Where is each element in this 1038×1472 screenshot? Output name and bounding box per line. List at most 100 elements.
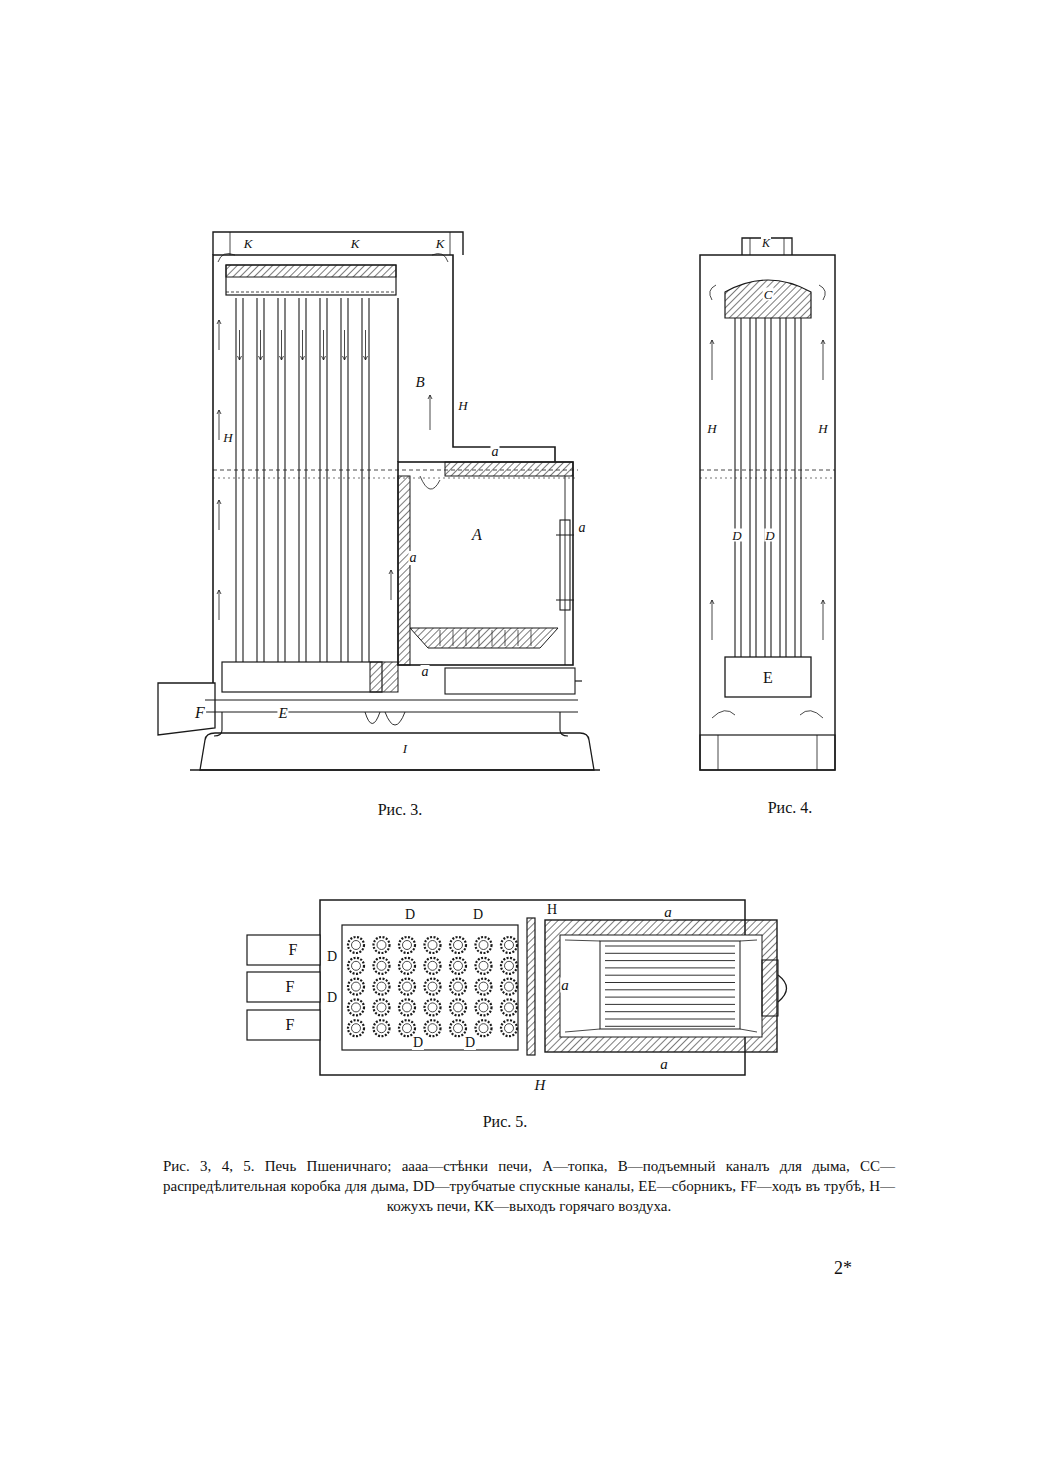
drawing-line [779,318,780,657]
drawing-line [565,476,566,665]
drawing-line [450,232,451,255]
part-letter: H [817,422,828,435]
drawing-line [823,600,824,640]
drawing-path [217,500,221,504]
tube-bore [505,961,514,970]
drawing-line [605,1019,735,1020]
drawing-line [718,735,719,770]
drawing-rect [370,662,398,692]
tube-bore [377,1003,386,1012]
tube-section [399,999,415,1015]
drawing-line [277,298,278,662]
drawing-path [217,410,221,414]
drawing-rect [725,657,811,697]
tube-section [374,979,390,995]
drawing-path [200,733,594,770]
drawing-line [785,318,786,657]
tube-bore [377,961,386,970]
drawing-line [817,735,818,770]
tube-section [399,1020,415,1036]
tube-bore [479,1024,488,1033]
drawing-rect [226,265,396,277]
drawing-line [764,318,765,657]
tube-bore [428,1024,437,1033]
part-letter: D [412,1036,424,1050]
drawing-line [784,238,785,255]
tube-section [399,958,415,974]
drawing-rect [560,935,762,1037]
drawing-path [322,356,326,360]
tube-section [348,1020,364,1036]
drawing-path [710,285,826,300]
tube-bore [454,941,463,950]
tube-section [348,958,364,974]
drawing-line [219,500,220,530]
tube-section [399,937,415,953]
drawing-rect [445,462,573,476]
drawing-rect [398,462,573,665]
drawing-line [734,318,735,657]
part-letter: D [404,908,416,922]
tube-bore [428,961,437,970]
tube-section [425,979,441,995]
tube-bore [403,941,412,950]
tube-section [501,937,517,953]
tube-bore [479,961,488,970]
drawing-path [213,232,463,255]
drawing-rect [700,255,835,770]
tube-bore [403,1003,412,1012]
drawing-rect [600,941,740,1029]
tube-section [348,979,364,995]
drawing-line [531,630,532,646]
drawing-line [700,478,835,479]
drawing-line [605,960,735,961]
drawing-line [219,320,220,350]
drawing-line [361,298,362,662]
drawing-line [219,590,220,620]
tube-section [450,958,466,974]
tube-section [450,937,466,953]
drawing-line [605,946,735,947]
part-letter: F [285,1017,296,1033]
figure-number: Рис. 5. [482,1114,529,1130]
drawing-rect [560,520,570,610]
tube-bore [505,941,514,950]
part-letter: F [288,942,299,958]
tube-section [425,1020,441,1036]
figure-caption: Рис. 3, 4, 5. Печь Пшеничнаго; аааа—стѣн… [163,1156,895,1216]
part-letter: F [194,705,206,721]
drawing-line [213,478,578,479]
drawing-line [605,975,735,976]
drawing-path [343,356,347,360]
tube-bore [377,1024,386,1033]
drawing-line [740,318,741,657]
drawing-line [344,330,345,360]
tube-bore [377,941,386,950]
drawing-rect [700,735,835,770]
drawing-line [347,298,348,662]
tube-section [425,937,441,953]
part-letter: D [326,991,338,1005]
tube-bore [352,961,361,970]
tube-section [374,937,390,953]
drawing-path [821,600,825,604]
drawing-path [218,254,235,262]
drawing-line [368,298,369,662]
drawing-rect [247,935,320,965]
drawing-line [230,232,231,255]
tube-section [476,999,492,1015]
drawing-line [605,967,735,968]
page-number: 2* [833,1259,853,1277]
drawing-rect [342,925,518,1050]
part-letter: H [534,1078,547,1093]
tube-bore [352,1003,361,1012]
drawing-rect [247,972,320,1002]
drawing-line [750,238,751,255]
drawing-rect [762,960,778,1016]
tube-bore [403,1024,412,1033]
drawing-line [323,330,324,360]
drawing-line [575,680,582,681]
part-letter: D [731,529,742,542]
drawing-line [365,330,366,360]
part-letter: a [409,551,418,565]
